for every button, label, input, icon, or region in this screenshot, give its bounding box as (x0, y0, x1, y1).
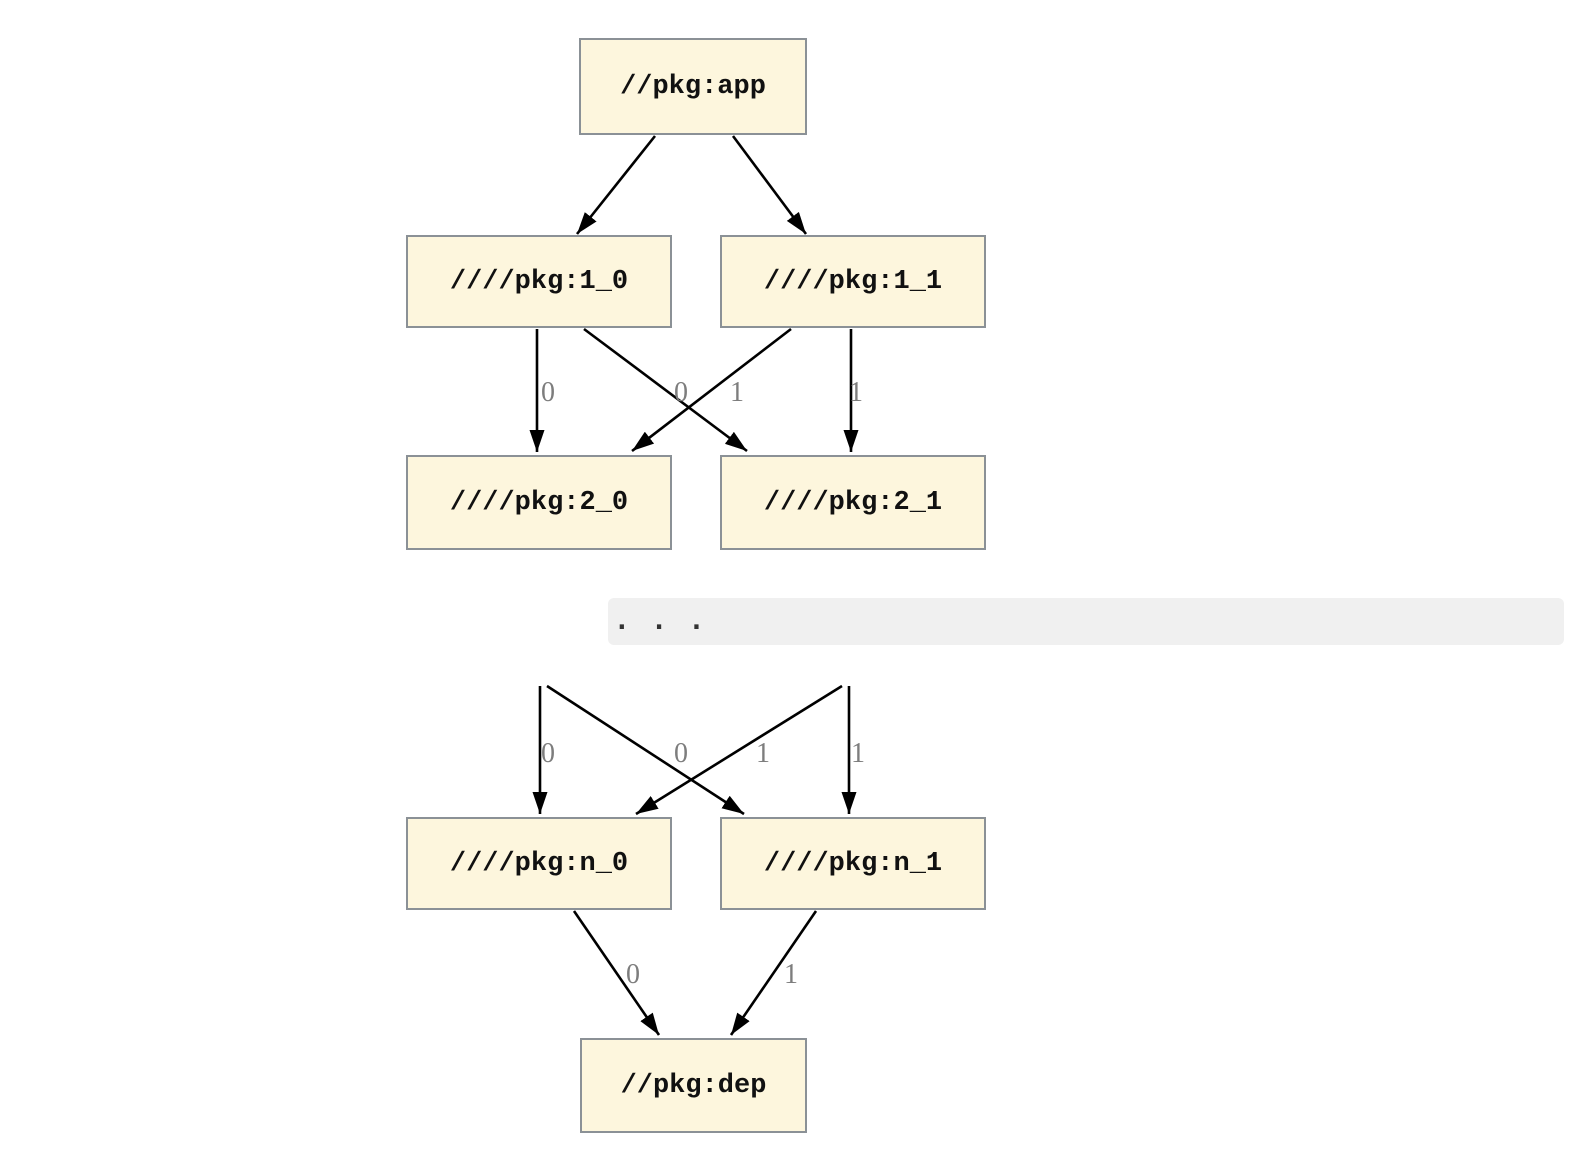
elided-levels-band: . . . (608, 598, 1564, 645)
edge-app-to-1-0 (575, 135, 657, 235)
node-pkg-1-0-label: ////pkg:1_0 (449, 266, 629, 297)
node-pkg-n-1-label: ////pkg:n_1 (763, 848, 943, 879)
edge-1-1-to-2-0 (631, 327, 792, 453)
node-pkg-app: //pkg:app (579, 38, 807, 135)
edge-label-n-1-to-dep: 1 (784, 959, 798, 990)
node-pkg-dep-label: //pkg:dep (620, 1070, 767, 1101)
edge-label-1-0-to-2-1: 1 (730, 377, 744, 408)
node-pkg-app-label: //pkg:app (620, 71, 766, 102)
edge-label-elided-to-n-1-straight: 1 (851, 738, 865, 769)
node-pkg-n-0: ////pkg:n_0 (406, 817, 672, 910)
edge-app-to-1-1 (731, 135, 808, 235)
node-pkg-2-1-label: ////pkg:2_1 (763, 487, 943, 518)
ellipsis-dots: . . . (614, 606, 705, 636)
edge-label-elided-to-n-1-cross: 1 (756, 738, 770, 769)
node-pkg-dep: //pkg:dep (580, 1038, 807, 1133)
node-pkg-n-0-label: ////pkg:n_0 (449, 848, 629, 879)
edge-label-1-0-to-2-0: 0 (541, 377, 555, 408)
edge-label-1-1-to-2-1: 1 (849, 377, 863, 408)
node-pkg-1-1-label: ////pkg:1_1 (763, 266, 943, 297)
node-pkg-n-1: ////pkg:n_1 (720, 817, 986, 910)
edge-label-elided-to-n-0-straight: 0 (541, 738, 555, 769)
node-pkg-2-1: ////pkg:2_1 (720, 455, 986, 550)
node-pkg-2-0: ////pkg:2_0 (406, 455, 672, 550)
node-pkg-2-0-label: ////pkg:2_0 (449, 487, 629, 518)
edge-1-0-to-2-1 (583, 327, 748, 453)
edge-label-n-0-to-dep: 0 (626, 959, 640, 990)
edge-label-elided-to-n-0-cross: 0 (674, 738, 688, 769)
edge-n-0-to-dep (572, 910, 661, 1036)
edge-elided-to-n-0-cross (635, 684, 843, 816)
edge-elided-to-n-1-cross (546, 684, 745, 816)
edge-n-1-to-dep (729, 910, 818, 1036)
node-pkg-1-0: ////pkg:1_0 (406, 235, 672, 328)
edge-label-1-1-to-2-0: 0 (674, 377, 688, 408)
node-pkg-1-1: ////pkg:1_1 (720, 235, 986, 328)
